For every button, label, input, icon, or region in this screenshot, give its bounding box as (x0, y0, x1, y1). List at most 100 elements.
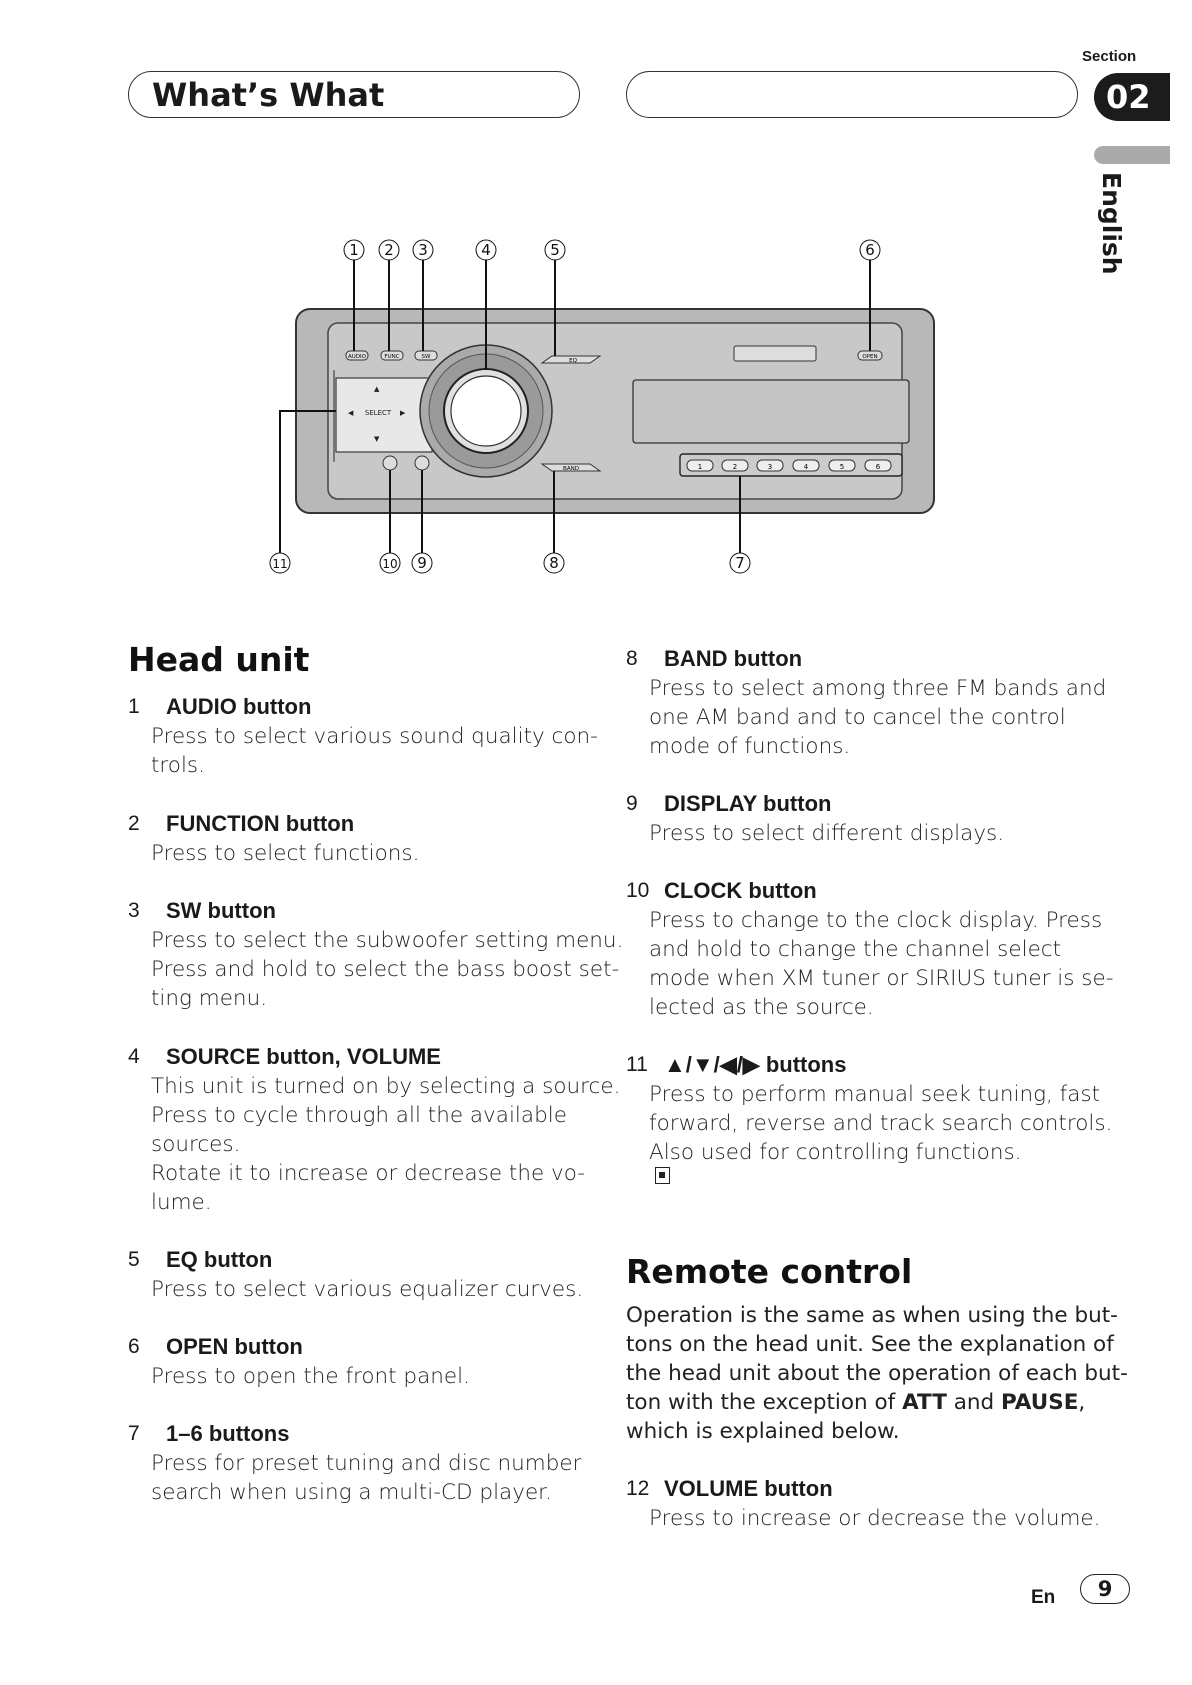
item-number: 9 (626, 792, 638, 815)
item-body-line: Press to select different displays. (649, 821, 1005, 846)
svg-text:◀: ◀ (348, 409, 354, 417)
pause-term: PAUSE (1001, 1390, 1079, 1415)
select-pad (335, 377, 433, 453)
callout-7: 7 (735, 554, 745, 572)
preset-5-label: 5 (840, 463, 844, 471)
footer-language: En (1031, 1587, 1056, 1608)
item-number: 1 (128, 695, 140, 718)
item-sw: 3 SW button Press to select the subwoofer… (128, 898, 623, 1013)
item-body-line: mode of functions. (649, 734, 851, 759)
item-number: 2 (128, 812, 140, 835)
item-title: OPEN button (166, 1334, 303, 1359)
item-source: 4 SOURCE button, VOLUME This unit is turn… (128, 1044, 620, 1217)
end-of-section-icon (655, 1167, 670, 1184)
para-text: ton with the exception of (626, 1390, 903, 1415)
eq-button-shape (540, 355, 602, 364)
language-text: English (1097, 172, 1126, 275)
item-audio: 1 AUDIO button Press to select various so… (128, 694, 598, 780)
page-number: 9 (1080, 1574, 1130, 1604)
item-body-line: search when using a multi-CD player. (151, 1480, 552, 1505)
item-title: SOURCE button, VOLUME (166, 1044, 441, 1069)
remote-control-paragraph: Operation is the same as when using the … (626, 1301, 1128, 1446)
item-body-line: Press to perform manual seek tuning, fas… (649, 1082, 1101, 1107)
item-body-line: lume. (151, 1190, 212, 1215)
item-number: 5 (128, 1248, 140, 1271)
att-term: ATT (902, 1390, 947, 1415)
item-display: 9 DISPLAY button Press to select differen… (626, 791, 1004, 848)
item-body-line: This unit is turned on by selecting a so… (151, 1074, 621, 1099)
para-line: Operation is the same as when using the … (626, 1303, 1118, 1328)
para-text: and (946, 1390, 1001, 1415)
item-body-line: Press to increase or decrease the volume… (649, 1506, 1101, 1531)
callout-8: 8 (549, 554, 559, 572)
display-window (632, 379, 910, 444)
item-title: DISPLAY button (664, 791, 832, 816)
item-number: 3 (128, 899, 140, 922)
item-title: EQ button (166, 1247, 273, 1272)
item-title: AUDIO button (166, 694, 312, 719)
item-number: 12 (626, 1477, 650, 1500)
item-number: 7 (128, 1422, 140, 1445)
item-body-line: forward, reverse and track search contro… (649, 1111, 1113, 1136)
item-body-line: sources. (151, 1132, 241, 1157)
item-body-line: Press to open the front panel. (151, 1364, 470, 1389)
audio-button-label: AUDIO (348, 354, 367, 360)
header-pill-empty (626, 71, 1078, 118)
item-title: CLOCK button (664, 878, 817, 903)
item-title: SW button (166, 898, 276, 923)
remote-control-heading: Remote control (626, 1252, 913, 1291)
band-button-label: BAND (563, 466, 579, 472)
item-body-line: Also used for controlling functions. (649, 1140, 1022, 1165)
item-volume: 12 VOLUME button Press to increase or dec… (626, 1476, 1100, 1533)
preset-4-label: 4 (804, 463, 809, 471)
page-title-text: What’s What (152, 75, 385, 114)
callout-9: 9 (417, 554, 427, 572)
para-line: which is explained below. (626, 1419, 900, 1444)
item-body-line: Press to select among three FM bands and (649, 676, 1107, 701)
item-number: 6 (128, 1335, 140, 1358)
sw-button-shape (414, 350, 438, 361)
preset-2-label: 2 (733, 463, 737, 471)
head-unit-diagram: SELECT ◀ ▶ ▲ ▼ AUDIO FUNC SW EQ BAND OPE… (269, 239, 935, 574)
preset-6-label: 6 (876, 463, 881, 471)
item-body-line: Press to cycle through all the available (151, 1103, 567, 1128)
item-body-line: lected as the source. (649, 995, 874, 1020)
item-title: FUNCTION button (166, 811, 355, 836)
language-tab (1094, 146, 1170, 164)
language-label: English (1090, 172, 1136, 282)
item-body-line: Press to select the subwoofer setting me… (151, 928, 624, 953)
preset-1-label: 1 (698, 463, 702, 471)
item-body-line: Press to select various sound quality co… (151, 724, 598, 749)
band-button-shape (540, 463, 602, 472)
section-label: Section (1082, 48, 1137, 65)
item-number: 4 (128, 1045, 140, 1068)
leader-lines (279, 245, 871, 553)
para-line: tons on the head unit. See the explanati… (626, 1332, 1114, 1357)
clock-button-shape (382, 455, 398, 471)
svg-text:▼: ▼ (374, 435, 380, 443)
item-body-line: Press and hold to select the bass boost … (151, 957, 620, 982)
callout-2: 2 (384, 241, 394, 259)
para-line: ton with the exception of ATT and PAUSE, (626, 1388, 1128, 1417)
callout-10: 10 (382, 557, 397, 571)
page-title: What’s What (128, 71, 580, 118)
para-text: , (1078, 1390, 1086, 1415)
func-button-shape (380, 350, 404, 361)
callout-4: 4 (481, 241, 491, 259)
callout-6: 6 (865, 241, 875, 259)
display-button-shape (414, 455, 430, 471)
item-number: 10 (626, 879, 650, 902)
item-title: VOLUME button (664, 1476, 833, 1501)
section-number: 02 (1094, 73, 1170, 121)
item-body-line: trols. (151, 753, 205, 778)
callout-1: 1 (349, 241, 359, 259)
item-body-line-with-mark: Also used for controlling functions. (649, 1138, 1112, 1184)
item-body-line: Rotate it to increase or decrease the vo… (151, 1161, 586, 1186)
item-number: 8 (626, 647, 638, 670)
audio-button-shape (345, 350, 369, 361)
item-body-line: mode when XM tuner or SIRIUS tuner is se… (649, 966, 1114, 991)
